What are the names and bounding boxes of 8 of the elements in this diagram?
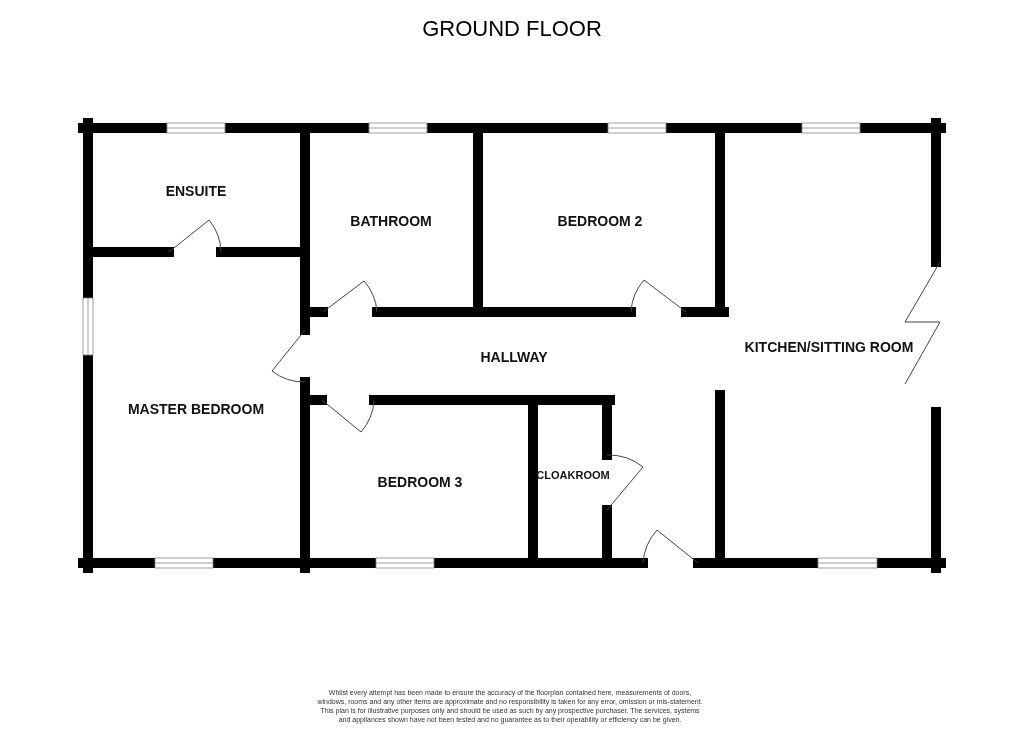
room-label: BEDROOM 3	[377, 472, 463, 492]
room-label: MASTER BEDROOM	[127, 399, 265, 419]
plan-title: GROUND FLOOR	[421, 15, 603, 43]
room-label: HALLWAY	[480, 347, 548, 367]
room-label: BEDROOM 2	[557, 211, 643, 231]
room-label: KITCHEN/SITTING ROOM	[744, 337, 914, 357]
room-label: BATHROOM	[350, 211, 432, 231]
room-label: ENSUITE	[165, 181, 227, 201]
